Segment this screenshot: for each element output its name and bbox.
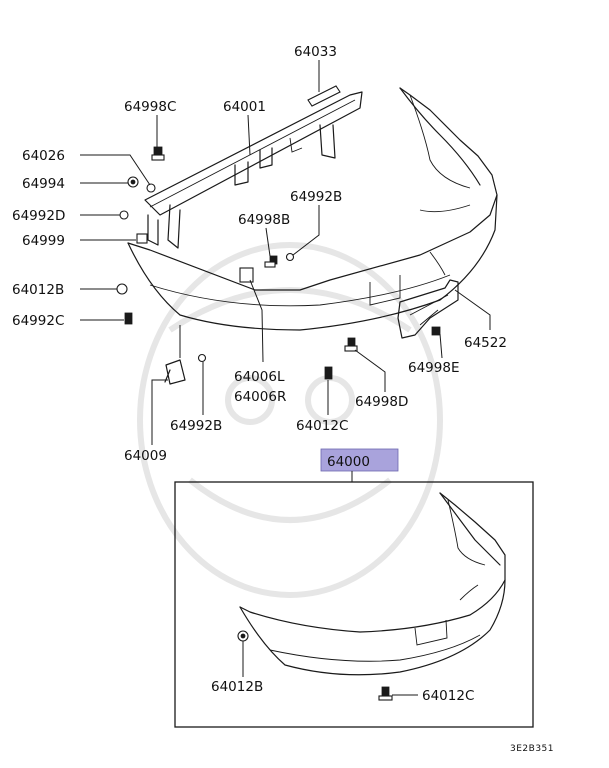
rear-bumper-cover bbox=[127, 87, 498, 331]
label-64992B-bottom: 64992B bbox=[170, 418, 222, 434]
bumper-assembly-view bbox=[239, 492, 506, 676]
side-bracket bbox=[397, 279, 459, 339]
label-64012C-bottom: 64012C bbox=[422, 688, 474, 704]
bumper-reinforcement bbox=[144, 91, 363, 249]
label-64998C: 64998C bbox=[124, 99, 176, 115]
label-64992D: 64992D bbox=[12, 208, 65, 224]
label-64012B-bottom: 64012B bbox=[211, 679, 263, 695]
part-labels: 64033 64998C 64001 64026 64994 64992D 64… bbox=[12, 44, 554, 754]
label-64998B: 64998B bbox=[238, 212, 290, 228]
assembly-label-highlight bbox=[320, 448, 399, 472]
label-64992B-top: 64992B bbox=[290, 189, 342, 205]
assembly-leaders bbox=[242, 641, 418, 696]
label-64994: 64994 bbox=[22, 176, 65, 192]
label-64999: 64999 bbox=[22, 233, 65, 249]
label-64009: 64009 bbox=[124, 448, 167, 464]
fasteners bbox=[116, 146, 441, 380]
assembly-frame bbox=[174, 481, 534, 728]
label-64998E: 64998E bbox=[408, 360, 459, 376]
label-64998D: 64998D bbox=[355, 394, 408, 410]
label-64522: 64522 bbox=[464, 335, 507, 351]
diagram-code: 3E2B351 bbox=[510, 744, 554, 754]
label-64026: 64026 bbox=[22, 148, 65, 164]
label-64000: 64000 bbox=[327, 454, 370, 470]
label-64001: 64001 bbox=[223, 99, 266, 115]
label-64012B-top: 64012B bbox=[12, 282, 64, 298]
label-64033: 64033 bbox=[294, 44, 337, 60]
label-64006L: 64006L bbox=[234, 369, 285, 385]
label-64006R: 64006R bbox=[234, 389, 286, 405]
pad-part bbox=[307, 85, 341, 107]
label-64992C: 64992C bbox=[12, 313, 64, 329]
label-64012C-top: 64012C bbox=[296, 418, 348, 434]
assembly-fasteners bbox=[237, 630, 393, 701]
leader-lines bbox=[80, 60, 491, 445]
